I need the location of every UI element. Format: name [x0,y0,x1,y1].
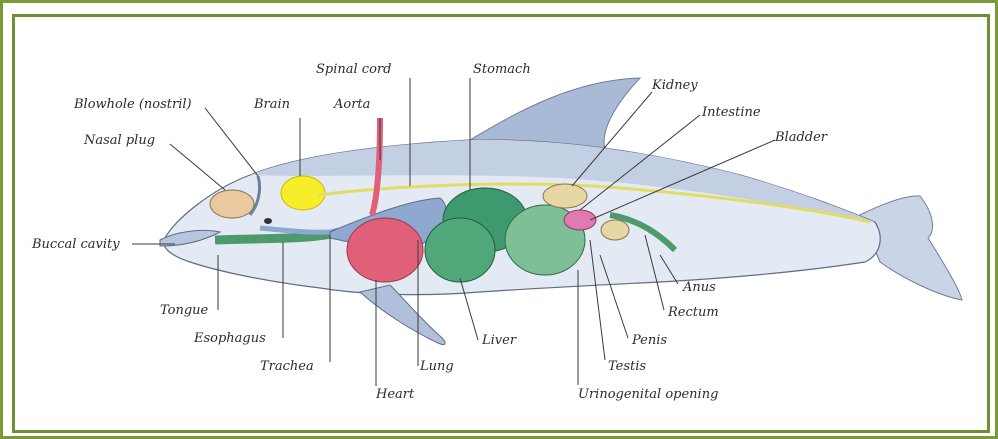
label-penis: Penis [631,333,667,348]
label-stomach: Stomach [473,62,531,77]
label-buccal-cavity: Buccal cavity [31,237,120,252]
label-trachea: Trachea [260,359,314,374]
label-bladder: Bladder [774,130,828,145]
label-rectum: Rectum [667,305,719,320]
label-blowhole: Blowhole (nostril) [73,97,192,112]
dorsal-fin [470,78,640,150]
label-aorta: Aorta [333,97,370,112]
label-nasal-plug: Nasal plug [83,133,155,148]
label-esophagus: Esophagus [193,331,266,346]
lead-nasal-plug [170,144,225,190]
brain-organ [281,176,325,210]
label-intestine: Intestine [701,105,761,120]
label-kidney: Kidney [651,78,698,93]
eye [264,218,272,224]
label-spinal-cord: Spinal cord [316,62,391,77]
liver-organ [425,218,495,282]
label-urinogenital-opening: Urinogenital opening [578,387,718,402]
kidney-organ [543,184,587,208]
label-lung: Lung [419,359,454,374]
label-testis: Testis [608,359,646,374]
testis-organ [601,220,629,240]
label-heart: Heart [375,387,415,402]
label-tongue: Tongue [160,303,209,318]
heart-organ [347,218,423,282]
label-liver: Liver [481,333,517,348]
label-brain: Brain [253,97,290,112]
nasal-plug-organ [210,190,254,218]
lead-blowhole [205,108,258,176]
label-anus: Anus [682,280,716,295]
